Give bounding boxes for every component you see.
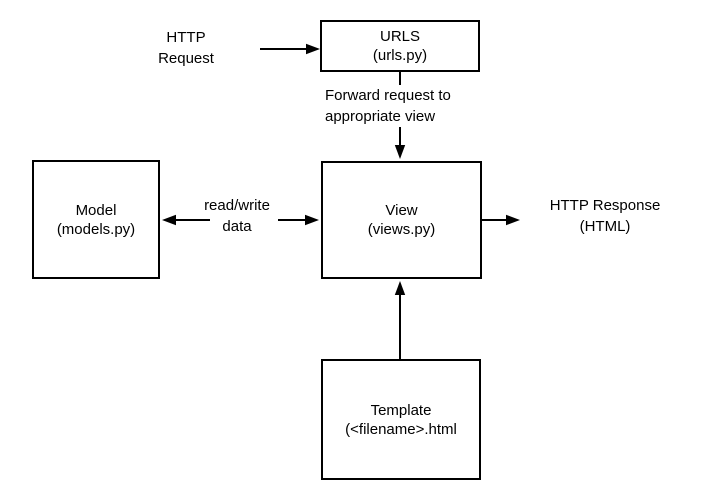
view-node-subtitle: (views.py)	[367, 221, 436, 238]
template-node-title: Template	[370, 401, 432, 419]
http-response-label-line1: HTTP Response	[549, 197, 661, 214]
forward-request-label-line2: appropriate view	[325, 108, 436, 125]
http-response-label: HTTP Response (HTML)	[525, 195, 685, 237]
forward-request-label: Forward request to appropriate view	[325, 85, 451, 127]
read-write-arrow-to-view-head	[305, 214, 319, 226]
model-node: Model (models.py)	[32, 160, 160, 279]
model-node-subtitle: (models.py)	[56, 220, 136, 238]
forward-request-arrow-head	[394, 145, 406, 159]
read-write-data-label: read/write data	[177, 195, 297, 237]
view-node: View (views.py)	[321, 161, 482, 279]
template-to-view-arrow-head	[394, 281, 406, 295]
http-response-arrow-head	[506, 214, 520, 226]
http-request-arrow-head	[306, 43, 320, 55]
forward-request-label-line1: Forward request to	[325, 87, 451, 104]
http-request-label-line1: HTTP	[166, 29, 206, 46]
urls-node-subtitle: (urls.py)	[372, 47, 428, 64]
read-write-arrow-to-view	[278, 214, 319, 226]
template-to-view-arrow	[394, 281, 406, 359]
urls-node-title: URLS	[379, 28, 420, 45]
view-node-title: View	[385, 202, 418, 219]
http-request-label-line2: Request	[158, 50, 214, 67]
http-response-label-line2: (HTML)	[579, 218, 631, 235]
model-node-title: Model	[75, 201, 117, 219]
template-node-subtitle: (<filename>.html	[345, 420, 457, 438]
http-request-arrow	[260, 43, 320, 55]
urls-node: URLS (urls.py)	[320, 20, 480, 72]
template-node: Template (<filename>.html	[321, 359, 481, 480]
read-write-arrow-to-model	[162, 214, 210, 226]
http-request-label: HTTP Request	[126, 27, 246, 69]
read-write-data-label-line1: read/write	[204, 197, 270, 214]
read-write-arrow-to-model-head	[162, 214, 176, 226]
http-response-arrow	[482, 214, 520, 226]
read-write-data-label-line2: data	[222, 218, 252, 235]
